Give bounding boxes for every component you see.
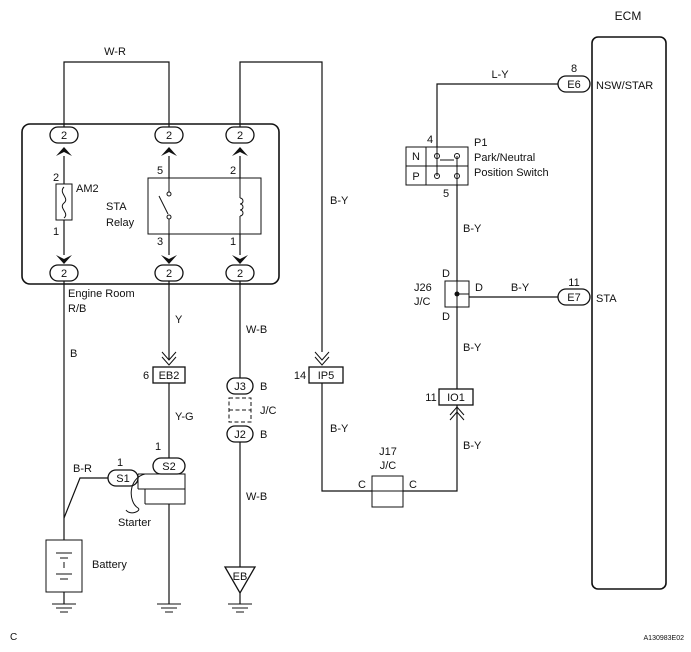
relay-box-label-line1: Engine Room	[68, 288, 135, 300]
footer-left: C	[10, 632, 17, 643]
wire-label-b: B	[70, 348, 77, 360]
relay-box-top-pin-1: 2	[61, 130, 67, 142]
sta-relay	[147, 177, 262, 235]
wire-label-w-b-lower: W-B	[246, 491, 267, 503]
j26-pin-bottom: D	[442, 311, 450, 323]
am2-label: AM2	[76, 183, 99, 195]
ecm-connector-e7: E7	[567, 292, 580, 304]
sta-relay-label-line2: Relay	[106, 217, 135, 229]
relay-box-bottom-pin-1: 2	[61, 268, 67, 280]
wire-label-w-b-upper: W-B	[246, 324, 267, 336]
am2-fusible-link	[55, 183, 73, 221]
ecm-connector-e6: E6	[567, 79, 580, 91]
connector-io1: 11 IO1	[425, 388, 474, 421]
wires	[63, 61, 558, 567]
footer-right: A130983E02	[644, 635, 685, 642]
sta-relay-pin-3: 3	[157, 236, 163, 248]
p1-label-line1: Park/Neutral	[474, 152, 535, 164]
ecm-pin-nsw-label: NSW/STAR	[596, 80, 653, 92]
relay-box-bottom-pin-3: 2	[237, 268, 243, 280]
s1-label: S1	[116, 473, 129, 485]
jc-left-label: J/C	[260, 405, 277, 417]
starter-motor-symbol	[125, 473, 186, 514]
junction-connector-j17: J17 J/C C C	[358, 446, 417, 508]
j17-name: J17	[379, 446, 397, 458]
wire-label-b-y-ip5: B-Y	[330, 423, 349, 435]
eb2-label: EB2	[159, 370, 180, 382]
p1-position-p: P	[412, 171, 419, 183]
p1-pin-top: 4	[427, 134, 433, 146]
ecm-block: ECM 8 E6 NSW/STAR 11 E7 STA	[557, 9, 667, 590]
wire-label-b-r: B-R	[73, 463, 92, 475]
relay-box-top-pin-3: 2	[237, 130, 243, 142]
junction-connector-j26: J26 J/C D D D	[414, 268, 483, 323]
j26-pin-top: D	[442, 268, 450, 280]
p1-name: P1	[474, 137, 487, 149]
wire-label-b-y-io1: B-Y	[463, 440, 482, 452]
j17-pin-left: C	[358, 479, 366, 491]
wire-label-w-r: W-R	[104, 46, 126, 58]
ip5-label: IP5	[318, 370, 335, 382]
wire-label-l-y: L-Y	[491, 69, 509, 81]
j26-sub: J/C	[414, 296, 431, 308]
ecm-pin-nsw-number: 8	[571, 63, 577, 75]
wire-label-b-y-j26-ecm: B-Y	[511, 282, 530, 294]
relay-box-bottom-pin-2: 2	[166, 268, 172, 280]
io1-label: IO1	[447, 392, 465, 404]
starter-label: Starter	[118, 517, 151, 529]
j2-label: J2	[234, 429, 246, 441]
ecm-title: ECM	[615, 9, 642, 23]
wire-label-b-y-p1-j26: B-Y	[463, 223, 482, 235]
s2-label: S2	[162, 461, 175, 473]
ground-eb-label: EB	[233, 571, 248, 583]
connector-eb2: 6 EB2	[143, 351, 186, 384]
sta-relay-pin-1: 1	[230, 236, 236, 248]
j2-pin: B	[260, 429, 267, 441]
engine-room-relay-box: 2 2 2 2 2 2 AM2 2 1	[21, 123, 280, 315]
j26-pin-right: D	[475, 282, 483, 294]
battery	[45, 539, 83, 613]
junction-connector-j2-j3: J3 B J/C J2 B	[226, 377, 277, 443]
battery-label: Battery	[92, 559, 127, 571]
am2-pin-top: 2	[53, 172, 59, 184]
wire-label-y: Y	[175, 314, 183, 326]
starter: 1 S2 1 S1 Starter	[107, 441, 186, 529]
connector-ip5: 14 IP5	[294, 351, 344, 384]
p1-pin-bottom: 5	[443, 188, 449, 200]
s2-pin-number: 1	[155, 441, 161, 453]
eb-ground-point: EB	[223, 566, 257, 613]
wire-label-b-y-vertical: B-Y	[330, 195, 349, 207]
j3-pin: B	[260, 381, 267, 393]
s1-pin-number: 1	[117, 457, 123, 469]
ecm-pin-sta-label: STA	[596, 293, 617, 305]
eb2-pin-number: 6	[143, 370, 149, 382]
j17-sub: J/C	[380, 460, 397, 472]
j26-name: J26	[414, 282, 432, 294]
relay-box-top-pin-2: 2	[166, 130, 172, 142]
wire-labels: W-R L-Y B-Y B-Y B-Y B-Y B-Y B-Y B Y Y-G …	[70, 46, 530, 503]
wire-label-y-g: Y-G	[175, 411, 194, 423]
p1-position-n: N	[412, 151, 420, 163]
ip5-pin-number: 14	[294, 370, 306, 382]
relay-box-label-line2: R/B	[68, 303, 86, 315]
park-neutral-position-switch: 4 N P 5 P1 Park/Neutral Position Switch	[405, 134, 549, 200]
io1-pin-number: 11	[425, 392, 436, 404]
ecm-pin-sta-number: 11	[568, 277, 579, 289]
sta-relay-label-line1: STA	[106, 201, 127, 213]
sta-relay-pin-5: 5	[157, 165, 163, 177]
wire-label-b-y-j26-io1: B-Y	[463, 342, 482, 354]
sta-relay-pin-2: 2	[230, 165, 236, 177]
p1-label-line2: Position Switch	[474, 167, 549, 179]
j3-label: J3	[234, 381, 246, 393]
j17-pin-right: C	[409, 479, 417, 491]
am2-pin-bottom: 1	[53, 226, 59, 238]
starter-ground-icon	[157, 504, 181, 613]
